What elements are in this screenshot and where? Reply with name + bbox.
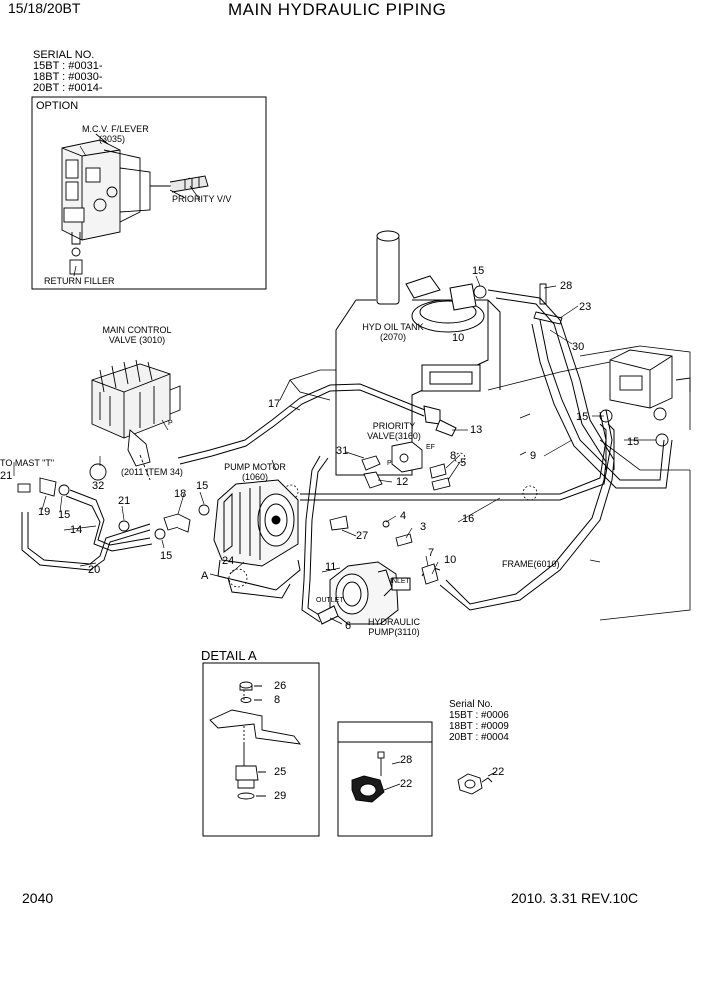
- main-control-valve-code: VALVE (3010): [108, 335, 166, 345]
- to-mast-label: TO MAST "T": [0, 458, 55, 468]
- callout-21: 21: [0, 470, 13, 482]
- detail-callout-25: 25: [274, 766, 287, 778]
- callout-7: 7: [428, 547, 435, 559]
- serial-line: 18BT : #0030-: [33, 71, 103, 83]
- serial-bottom-line: 20BT : #0004: [449, 732, 509, 743]
- callout-4: 4: [400, 510, 407, 522]
- callout-20: 20: [88, 564, 101, 576]
- priority-vv-label: PRIORITY V/V: [172, 194, 232, 204]
- callout-27: 27: [356, 530, 369, 542]
- hyd-oil-tank-code: (2070): [379, 332, 406, 342]
- callout-15: 15: [576, 411, 589, 423]
- serial-heading: SERIAL NO.: [33, 49, 95, 61]
- callout-10: 10: [452, 332, 465, 344]
- serial-bottom-line: 18BT : #0009: [449, 721, 509, 732]
- detail-a-box: [202, 662, 320, 837]
- revision-stamp: 2010. 3.31 REV.10C: [511, 890, 639, 906]
- callout-5: 5: [460, 457, 467, 469]
- callout-12: 12: [396, 476, 409, 488]
- serial-line: 20BT : #0014-: [33, 82, 103, 94]
- pump-motor-code: (1060): [241, 472, 268, 482]
- pump-motor: [213, 479, 301, 599]
- callout-15: 15: [472, 265, 485, 277]
- serial-bottom-heading: Serial No.: [449, 699, 493, 710]
- callout-21: 21: [118, 495, 131, 507]
- callout-30: 30: [572, 341, 585, 353]
- callout-3: 3: [420, 521, 427, 533]
- hydraulic-pump: [317, 561, 411, 625]
- serial-bottom-line: 15BT : #0006: [449, 710, 509, 721]
- hyd-oil-tank: [335, 230, 501, 476]
- detail-a-reference: A: [201, 570, 209, 582]
- callout-6: 6: [345, 620, 352, 632]
- inlet-label: INLET: [390, 578, 410, 585]
- page-title: MAIN HYDRAULIC PIPING: [228, 0, 447, 19]
- clamp-callout-22: 22: [400, 778, 413, 790]
- detail-callout-26: 26: [274, 680, 287, 692]
- callout-19: 19: [38, 506, 51, 518]
- callout-32: 32: [92, 480, 105, 492]
- priority-valve-label: PRIORITY: [372, 421, 416, 431]
- callout-24: 24: [222, 555, 235, 567]
- callout-10: 10: [444, 554, 457, 566]
- callout-23: 23: [579, 301, 592, 313]
- callout-15: 15: [627, 436, 640, 448]
- clamp-parts: [351, 751, 401, 803]
- callout-28: 28: [560, 280, 573, 292]
- mcv-option-assembly: [61, 133, 209, 275]
- item-2011-label: (2011 ITEM 34): [121, 467, 183, 477]
- serial-bottom-clamp: [457, 771, 497, 795]
- model-code: 15/18/20BT: [8, 0, 81, 16]
- hydraulic-pump-code: PUMP(3110): [368, 627, 420, 637]
- page-number: 2040: [22, 890, 54, 906]
- priority-valve-code: VALVE(3160): [367, 431, 421, 441]
- callout-8: 8: [450, 450, 457, 462]
- hydraulic-pump-label: HYDRAULIC: [367, 617, 420, 627]
- callout-16: 16: [462, 513, 475, 525]
- outlet-label: OUTLET: [316, 597, 344, 604]
- callout-18: 18: [174, 488, 187, 500]
- hoses: [21, 289, 673, 623]
- detail-a-title: DETAIL A: [201, 648, 257, 663]
- callout-13: 13: [470, 424, 483, 436]
- side-valve-assembly: [609, 349, 691, 421]
- callout-17: 17: [268, 398, 281, 410]
- serial-bottom-callout-22: 22: [492, 766, 505, 778]
- callout-15: 15: [196, 480, 209, 492]
- frame-label: FRAME(6010): [502, 559, 560, 569]
- hyd-oil-tank-label: HYD OIL TANK: [362, 322, 424, 332]
- clamp-box: [337, 721, 433, 837]
- priority-port-p: P: [387, 460, 392, 467]
- main-control-valve-label: MAIN CONTROL: [102, 325, 172, 335]
- clamp-callout-28: 28: [400, 754, 413, 766]
- pump-motor-label: PUMP MOTOR: [224, 462, 286, 472]
- detail-callout-29: 29: [274, 790, 287, 802]
- mcv-flever-code: (3035): [98, 134, 125, 144]
- return-filler-label: RETURN FILLER: [44, 276, 115, 286]
- option-box: [31, 96, 267, 290]
- priority-port-ef: EF: [426, 444, 435, 451]
- callout-31: 31: [336, 445, 349, 457]
- callout-15: 15: [58, 509, 71, 521]
- small-fittings: [17, 283, 669, 585]
- option-title: OPTION: [36, 100, 79, 112]
- callout-11: 11: [325, 561, 337, 573]
- mcv-flever-label: M.C.V. F/LEVER: [82, 124, 149, 134]
- callout-9: 9: [530, 450, 537, 462]
- callout-14: 14: [70, 524, 83, 536]
- main-control-valve: [91, 359, 181, 481]
- detail-callout-8: 8: [274, 694, 281, 706]
- mcv-port-p: P: [168, 420, 173, 427]
- leader-lines: [13, 145, 656, 625]
- detail-a-parts: [209, 681, 302, 800]
- callout-15: 15: [160, 550, 173, 562]
- serial-line: 15BT : #0031-: [33, 60, 103, 72]
